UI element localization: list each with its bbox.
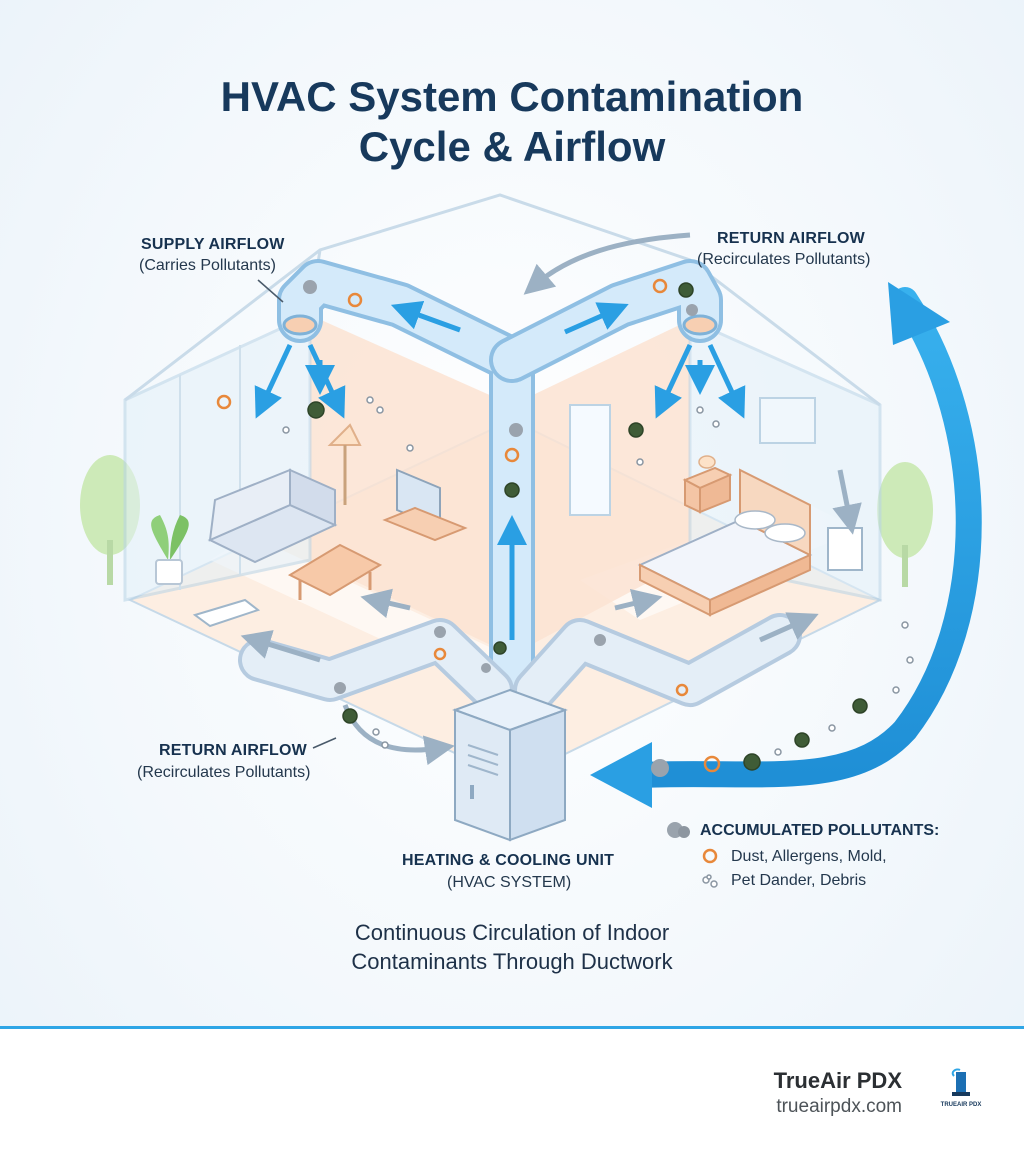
legend-dust-icon [667, 822, 690, 838]
lamp-icon [327, 423, 362, 505]
supply-airflow-arrows [254, 301, 746, 640]
brand-url[interactable]: trueairpdx.com [776, 1096, 902, 1117]
mold-spore-icon [307, 282, 868, 771]
chimney-logo-icon: TRUEAIR PDX [941, 1068, 982, 1108]
brand-name: TrueAir PDX [773, 1068, 902, 1093]
tree-icon [877, 462, 933, 587]
ductwork [238, 259, 802, 743]
legend-line-1: Dust, Allergens, Mold, [731, 848, 887, 865]
brand-logo: TRUEAIR PDX [936, 1066, 986, 1120]
hvac-scene [80, 193, 982, 888]
supply-vent-left [282, 314, 318, 336]
diagram-title-line1: HVAC System Contamination [220, 73, 804, 120]
return-airflow-arrows [240, 232, 862, 766]
return-vent-left [192, 598, 261, 628]
legend-title: ACCUMULATED POLLUTANTS: [700, 822, 940, 839]
diagram-title-line2: Cycle & Airflow [358, 123, 666, 170]
logo-wordmark: TRUEAIR PDX [941, 1102, 982, 1108]
footer [0, 1026, 1024, 1154]
return-vent-right [827, 527, 863, 571]
hvac-unit [452, 688, 568, 842]
tv-icon [382, 468, 468, 542]
doorway [569, 404, 611, 516]
return-airflow-top-sublabel: (Recirculates Pollutants) [697, 251, 871, 268]
plant-icon [151, 515, 189, 585]
hvac-unit-sublabel: (HVAC SYSTEM) [447, 874, 572, 891]
nightstand [682, 455, 733, 514]
recirculation-arrow [627, 287, 982, 788]
sofa-icon [207, 468, 338, 564]
return-airflow-left-label: RETURN AIRFLOW [159, 742, 307, 759]
supply-airflow-label: SUPPLY AIRFLOW [141, 236, 285, 253]
caption-line2: Contaminants Through Ductwork [351, 949, 673, 974]
supply-airflow-sublabel: (Carries Pollutants) [139, 257, 276, 274]
allergen-swirl-icon [216, 278, 721, 773]
supply-vent-right [682, 314, 718, 336]
debris-dots-icon [282, 396, 914, 756]
legend-debris-icon [702, 874, 718, 888]
bed-icon [637, 468, 813, 617]
return-airflow-left-sublabel: (Recirculates Pollutants) [137, 764, 311, 781]
brand-block: TrueAir PDX trueairpdx.com [774, 1068, 902, 1118]
caption-line1: Continuous Circulation of Indoor [354, 920, 670, 945]
hvac-unit-label: HEATING & COOLING UNIT [402, 852, 615, 869]
dust-clump-icon [303, 280, 698, 777]
coffee-table [287, 543, 383, 600]
return-airflow-top-label: RETURN AIRFLOW [717, 230, 865, 247]
legend-line-2: Pet Dander, Debris [731, 872, 867, 889]
wall-picture [759, 397, 816, 444]
legend-allergen-icon [702, 848, 718, 864]
